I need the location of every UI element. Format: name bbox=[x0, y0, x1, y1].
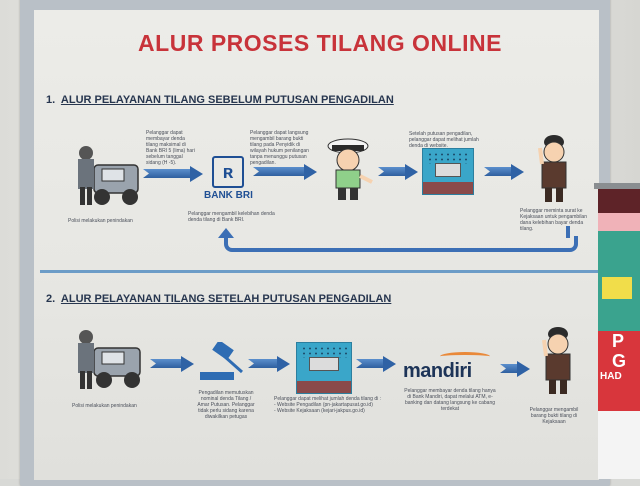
flow-arrow bbox=[484, 164, 524, 180]
website-list: Pelanggar dapat melihat jumlah denda til… bbox=[274, 396, 384, 414]
section1-title: ALUR PELAYANAN TILANG SEBELUM PUTUSAN PE… bbox=[60, 94, 394, 106]
flow-arrow bbox=[378, 164, 418, 180]
website-prosecutor-link: - Website Kejaksaan (kejari-jakpus.go.id… bbox=[274, 408, 365, 414]
bank-bri-logo-icon: ʀ bbox=[212, 156, 244, 188]
flow-arrow bbox=[143, 166, 203, 182]
bank-bri-label: BANK BRI bbox=[204, 190, 253, 201]
banner-text-line1: P bbox=[612, 331, 625, 351]
section1-police-caption: Polisi melakukan penindakan bbox=[68, 218, 133, 224]
poster-board bbox=[34, 10, 599, 480]
flow-arrow bbox=[248, 356, 290, 372]
section1-number: 1. bbox=[46, 94, 56, 106]
section2-title: ALUR PELAYANAN TILANG SETELAH PUTUSAN PE… bbox=[60, 293, 392, 305]
banner-pole bbox=[594, 183, 640, 189]
mandiri-wave-icon bbox=[440, 352, 490, 361]
bri-refund-text: Pelanggar mengambil kelebihan denda dend… bbox=[188, 211, 275, 223]
flow-arrow bbox=[500, 361, 530, 377]
return-flow-down bbox=[566, 226, 570, 238]
prosecutor-cartoon-icon bbox=[542, 327, 571, 394]
section1-heading: 1. ALUR PELAYANAN TILANG SEBELUM PUTUSAN… bbox=[46, 94, 394, 106]
laptop-website-icon bbox=[296, 342, 352, 394]
banner-text-line2: G bbox=[612, 351, 627, 371]
traffic-police-cartoon-icon bbox=[327, 138, 373, 200]
bank-mandiri-logo: mandiri bbox=[403, 360, 472, 382]
up-arrow-head-icon bbox=[218, 228, 234, 238]
website-court-link: - Website Pengadilan (pn-jakartapusat.go… bbox=[274, 402, 373, 408]
prosecutor-pickup-text: Pelanggar mengambil barang bukti tilang … bbox=[529, 407, 579, 425]
section2-number: 2. bbox=[46, 293, 56, 305]
flow-arrow bbox=[356, 356, 396, 372]
officer-pickup-text: Pelanggar dapat langsung mengambil baran… bbox=[250, 130, 309, 166]
poster-title: ALUR PROSES TILANG ONLINE bbox=[138, 30, 502, 56]
flow-arrow bbox=[253, 164, 317, 180]
bri-pay-text: Pelanggar dapat membayar denda tilang ma… bbox=[146, 130, 195, 166]
section2-police-caption: Polisi melakukan penindakan bbox=[72, 403, 137, 409]
police-car-icon bbox=[78, 146, 139, 205]
side-roll-banner: P G HAD bbox=[594, 183, 640, 479]
website-check-text: Setelah putusan pengadilan, pelanggar da… bbox=[409, 131, 479, 149]
banner-text-line3: HAD bbox=[600, 371, 622, 382]
flow-arrow bbox=[150, 356, 194, 372]
website-intro-text: Pelanggar dapat melihat jumlah denda til… bbox=[274, 396, 382, 402]
gavel-icon bbox=[200, 342, 243, 380]
laptop-website-icon bbox=[422, 148, 474, 195]
court-decision-text: Pengadilan memutuskan nominal denda Tila… bbox=[197, 390, 255, 420]
section-divider bbox=[40, 270, 598, 273]
section2-heading: 2. ALUR PELAYANAN TILANG SETELAH PUTUSAN… bbox=[46, 293, 391, 305]
prosecutor-refund-text: Pelanggar meminta surat ke Kejaksaan unt… bbox=[520, 208, 587, 232]
return-flow-line bbox=[224, 236, 578, 252]
police-car-icon bbox=[78, 330, 141, 389]
prosecutor-cartoon-icon bbox=[538, 135, 567, 202]
mandiri-payment-text: Pelanggar membayar denda tilang hanya di… bbox=[404, 388, 496, 412]
